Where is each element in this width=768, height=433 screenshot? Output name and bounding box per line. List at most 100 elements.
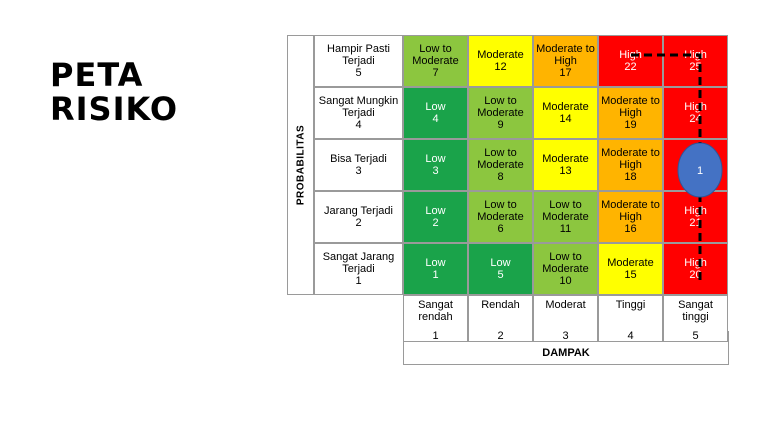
risk-cell-score: 8 — [497, 171, 504, 183]
risk-cell-level: Low — [425, 153, 446, 165]
risk-cell-level: Low to Moderate — [412, 43, 459, 67]
column-label: Sangat rendah 1 — [403, 295, 468, 346]
risk-cell-level: Moderate — [477, 49, 524, 61]
risk-cell-score: 7 — [432, 67, 439, 79]
risk-cell-score: 5 — [497, 269, 504, 281]
risk-cell-score: 4 — [432, 113, 439, 125]
column-label-number: 4 — [627, 330, 634, 342]
column-label: Sangat tinggi 5 — [663, 295, 728, 346]
risk-path — [631, 53, 702, 283]
column-label: Rendah 2 — [468, 295, 533, 346]
row-label-number: 3 — [355, 165, 362, 177]
risk-cell-score: 18 — [624, 171, 637, 183]
risk-marker — [677, 142, 723, 198]
risk-cell-level: Low — [425, 101, 446, 113]
risk-cell-level: Moderate — [542, 153, 589, 165]
probability-axis: PROBABILITAS — [287, 35, 314, 295]
risk-cell-level: Low — [425, 205, 446, 217]
risk-cell-level: Moderate — [542, 101, 589, 113]
row-label-number: 5 — [355, 67, 362, 79]
risk-path-overlay: 1 — [631, 53, 723, 283]
risk-cell-score: 2 — [432, 217, 439, 229]
risk-cell-level: Low — [490, 257, 511, 269]
risk-cell-level: High — [619, 49, 642, 61]
title-line-2: RISIKO — [50, 90, 179, 128]
risk-cell-score: 12 — [494, 61, 507, 73]
risk-cell-level: Low to Moderate — [477, 95, 524, 119]
risk-cell-level: Low to Moderate — [477, 147, 524, 171]
column-label-number: 1 — [432, 330, 439, 342]
column-label-name: Rendah — [481, 299, 520, 311]
slide-title: PETA RISIKO — [50, 58, 178, 126]
column-label-number: 3 — [562, 330, 569, 342]
risk-marker-label: 1 — [697, 165, 703, 177]
risk-cell-level: Moderate to High — [601, 95, 660, 119]
risk-cell-level: Low to Moderate — [542, 251, 589, 275]
risk-cell-level: Low to Moderate — [477, 199, 524, 223]
row-label-name: Sangat Mungkin Terjadi — [318, 95, 399, 119]
impact-axis-spacer — [403, 331, 729, 341]
risk-cell-score: 10 — [559, 275, 572, 287]
risk-cell-level: Moderate to High — [601, 199, 660, 223]
risk-cell-score: 16 — [624, 223, 637, 235]
risk-cell-score: 1 — [432, 269, 439, 281]
risk-cell-score: 15 — [624, 269, 637, 281]
column-label: Tinggi 4 — [598, 295, 663, 346]
risk-cell-score: 3 — [432, 165, 439, 177]
row-label-name: Hampir Pasti Terjadi — [327, 43, 390, 67]
column-label-name: Moderat — [545, 299, 586, 311]
column-label: Moderat 3 — [533, 295, 598, 346]
risk-cell-score: 11 — [559, 223, 572, 235]
title-line-1: PETA — [50, 56, 144, 94]
row-label-name: Bisa Terjadi — [330, 153, 387, 165]
impact-axis: DAMPAK — [403, 341, 729, 365]
risk-cell-level: Low — [425, 257, 446, 269]
risk-cell-score: 17 — [559, 67, 572, 79]
column-label-number: 5 — [692, 330, 699, 342]
risk-cell-level: Moderate — [607, 257, 654, 269]
row-label-number: 2 — [355, 217, 362, 229]
risk-cell-score: 19 — [624, 119, 637, 131]
risk-cell-score: 14 — [559, 113, 572, 125]
column-label-name: Tinggi — [615, 299, 646, 311]
risk-cell-score: 9 — [497, 119, 504, 131]
row-label-name: Jarang Terjadi — [324, 205, 393, 217]
risk-cell-level: Moderate to High — [536, 43, 595, 67]
column-label-number: 2 — [497, 330, 504, 342]
risk-cell-score: 6 — [497, 223, 504, 235]
row-label-number: 4 — [355, 119, 362, 131]
column-label-name: Sangat rendah — [418, 299, 453, 323]
risk-cell-level: Low to Moderate — [542, 199, 589, 223]
row-label-name: Sangat Jarang Terjadi — [322, 251, 395, 275]
risk-cell-score: 13 — [559, 165, 572, 177]
risk-cell-score: 22 — [624, 61, 637, 73]
impact-axis-label: DAMPAK — [542, 347, 590, 359]
column-label-name: Sangat tinggi — [678, 299, 713, 323]
